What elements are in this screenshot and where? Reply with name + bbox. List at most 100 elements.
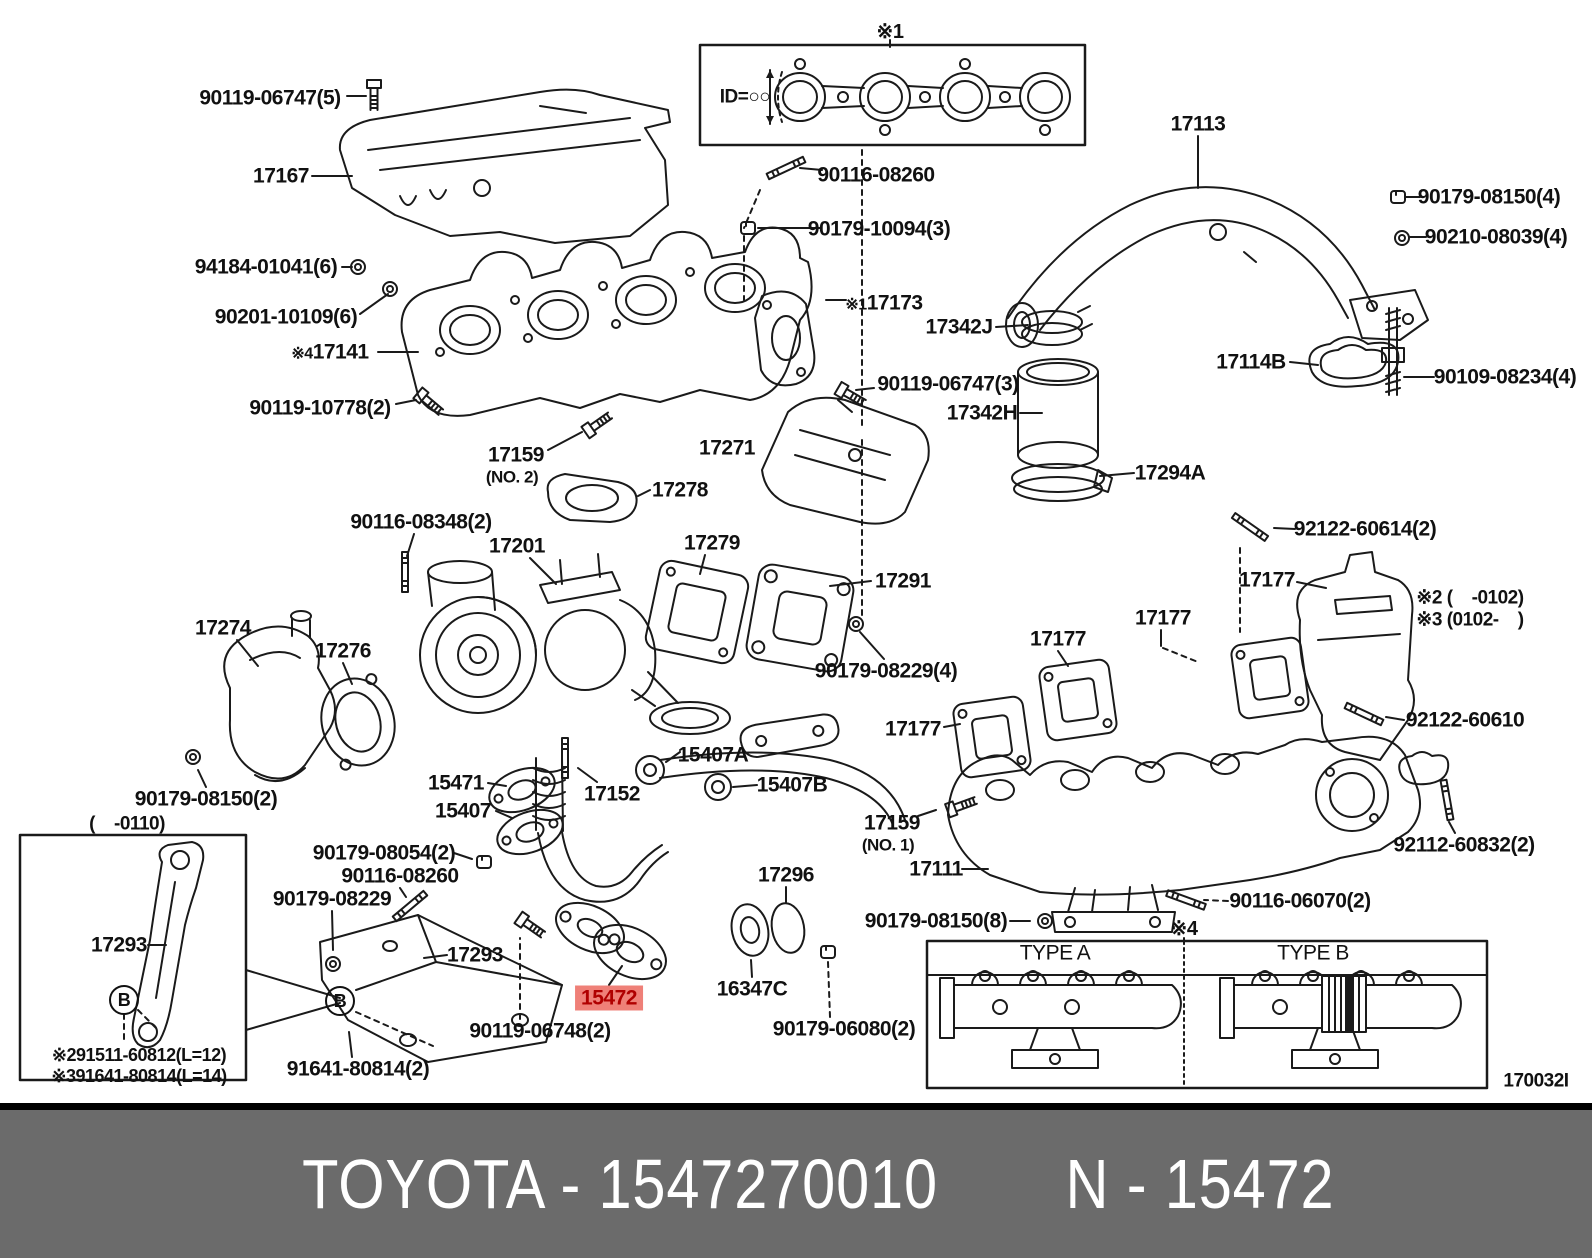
part-label-90179-08150-2[interactable]: 90179-08150(2) bbox=[134, 787, 278, 811]
part-label-17293-box[interactable]: 17293 bbox=[91, 933, 147, 957]
note-prefix: ※1 bbox=[845, 296, 867, 314]
part-label-15407A[interactable]: 15407A bbox=[677, 743, 749, 767]
part-label-17159-no1[interactable]: 17159 bbox=[864, 811, 920, 835]
union-15407B bbox=[704, 773, 732, 801]
banner-figure-number: N - 15472 bbox=[1065, 1145, 1335, 1223]
part-label-17296[interactable]: 17296 bbox=[758, 863, 814, 887]
part-label-17279[interactable]: 17279 bbox=[684, 531, 740, 555]
part-label-17141[interactable]: ※417141 bbox=[291, 340, 369, 364]
part-label-17159-no1-sub: (NO. 1) bbox=[861, 835, 915, 855]
part-label-note2-part[interactable]: ※291511-60812(L=12) bbox=[51, 1045, 227, 1065]
part-label-17274[interactable]: 17274 bbox=[195, 616, 251, 640]
part-label-16347C[interactable]: 16347C bbox=[716, 977, 788, 1001]
rear-outlet-part bbox=[1296, 551, 1415, 761]
part-label-17278[interactable]: 17278 bbox=[652, 478, 708, 502]
part-label-id-mark: ID=○○ bbox=[719, 86, 771, 108]
part-label-type-b: TYPE B bbox=[1277, 941, 1349, 965]
part-label-92122-60610[interactable]: 92122-60610 bbox=[1405, 708, 1525, 732]
part-label-17177-b[interactable]: 17177 bbox=[1135, 606, 1191, 630]
gasket-17279 bbox=[644, 559, 750, 665]
part-label-17113[interactable]: 17113 bbox=[1170, 112, 1226, 136]
part-label-90179-10094-3[interactable]: 90179-10094(3) bbox=[807, 217, 951, 241]
part-label-17291[interactable]: 17291 bbox=[875, 569, 931, 593]
outlet-flange-17291 bbox=[745, 563, 855, 673]
part-label-17294A[interactable]: 17294A bbox=[1134, 461, 1206, 485]
part-label-92122-60614-2[interactable]: 92122-60614(2) bbox=[1293, 517, 1437, 541]
part-label-b-mark-box: B bbox=[109, 985, 139, 1015]
manifold-17141 bbox=[400, 226, 816, 417]
bracket-17293-option bbox=[131, 841, 205, 1049]
heat-shield-17167 bbox=[338, 88, 671, 244]
part-label-90109-08234-4[interactable]: 90109-08234(4) bbox=[1433, 365, 1577, 389]
part-label-17293-center[interactable]: 17293 bbox=[447, 943, 503, 967]
part-label-90119-10778-2[interactable]: 90119-10778(2) bbox=[249, 396, 391, 420]
part-label-92112-60832-2[interactable]: 92112-60832(2) bbox=[1393, 833, 1535, 857]
part-label-note3: ※3 (0102- ) bbox=[1416, 609, 1524, 631]
gasket-15472-part bbox=[593, 923, 667, 981]
part-label-17111[interactable]: 17111 bbox=[909, 857, 963, 881]
air-pipe-17113 bbox=[1005, 186, 1429, 348]
heat-insulator-17271 bbox=[761, 396, 930, 525]
part-label-90210-08039-4[interactable]: 90210-08039(4) bbox=[1424, 225, 1568, 249]
type-comparison-box bbox=[925, 939, 1489, 1090]
part-label-90116-08348-2[interactable]: 90116-08348(2) bbox=[350, 510, 492, 534]
part-label-90179-06080-2[interactable]: 90179-06080(2) bbox=[772, 1017, 916, 1041]
part-label-90116-06070-2[interactable]: 90116-06070(2) bbox=[1229, 889, 1371, 913]
part-label-17271[interactable]: 17271 bbox=[699, 436, 755, 460]
part-label-90119-06747-5[interactable]: 90119-06747(5) bbox=[199, 86, 341, 110]
gasket-17173-diagram bbox=[774, 58, 1071, 136]
part-label-17159-no2-sub: (NO. 2) bbox=[485, 467, 539, 487]
part-label-17201[interactable]: 17201 bbox=[489, 534, 545, 558]
part-label-90179-08150-4[interactable]: 90179-08150(4) bbox=[1417, 185, 1561, 209]
turbocharger-17201 bbox=[419, 553, 731, 735]
banner-part-number: TOYOTA - 1547270010 bbox=[302, 1145, 938, 1223]
part-label-90116-08260-b[interactable]: 90116-08260 bbox=[341, 864, 459, 888]
part-label-17177-d[interactable]: 17177 bbox=[885, 717, 941, 741]
part-label-note3-part[interactable]: ※391641-80814(L=14) bbox=[51, 1066, 227, 1086]
clamp-17342J bbox=[1021, 305, 1093, 346]
part-label-17114B[interactable]: 17114B bbox=[1216, 350, 1286, 374]
part-label-17167[interactable]: 17167 bbox=[253, 164, 309, 188]
manifold-17111 bbox=[947, 735, 1450, 933]
part-label-15472[interactable]: 15472 bbox=[575, 985, 643, 1011]
part-label-90179-08229-b[interactable]: 90179-08229 bbox=[272, 887, 392, 911]
part-label-17173[interactable]: ※117173 bbox=[845, 291, 923, 315]
bracket-option-box bbox=[18, 833, 341, 1082]
part-label-17177-c[interactable]: 17177 bbox=[1030, 627, 1086, 651]
fastener-glyphs bbox=[185, 79, 1455, 972]
leader-lines bbox=[123, 39, 1456, 1058]
part-label-90179-08150-8[interactable]: 90179-08150(8) bbox=[864, 909, 1008, 933]
gasket-17278 bbox=[546, 473, 638, 523]
gaskets-17177 bbox=[952, 636, 1310, 779]
footer-banner: TOYOTA - 1547270010 N - 15472 bbox=[0, 1103, 1592, 1258]
part-label-15407B[interactable]: 15407B bbox=[756, 773, 828, 797]
gasket-17276 bbox=[320, 673, 396, 771]
part-label-90201-10109-6[interactable]: 90201-10109(6) bbox=[214, 305, 358, 329]
part-label-b-mark-center: B bbox=[325, 986, 355, 1016]
part-label-type-a: TYPE A bbox=[1019, 941, 1091, 965]
part-label-17276[interactable]: 17276 bbox=[315, 639, 371, 663]
note-box-gasket-id bbox=[698, 43, 1087, 147]
part-label-90119-06748-2[interactable]: 90119-06748(2) bbox=[469, 1019, 611, 1043]
part-label-17342J[interactable]: 17342J bbox=[925, 315, 993, 339]
part-label-90179-08229-4[interactable]: 90179-08229(4) bbox=[814, 659, 958, 683]
part-label-94184-01041-6[interactable]: 94184-01041(6) bbox=[194, 255, 338, 279]
part-label-90119-06747-3[interactable]: 90119-06747(3) bbox=[877, 372, 1019, 396]
part-label-15471[interactable]: 15471 bbox=[428, 771, 484, 795]
part-label-date-note: ( -0110) bbox=[89, 813, 165, 835]
part-label-17342H[interactable]: 17342H bbox=[946, 401, 1018, 425]
part-label-17159-no2[interactable]: 17159 bbox=[488, 443, 544, 467]
part-label-90179-08054-2[interactable]: 90179-08054(2) bbox=[312, 841, 456, 865]
hose-17342H bbox=[1017, 358, 1099, 469]
part-label-17177-a[interactable]: 17177 bbox=[1239, 568, 1295, 592]
part-label-drawing-code: 170032I bbox=[1503, 1070, 1569, 1092]
note-prefix: ※4 bbox=[291, 345, 313, 363]
part-label-17152[interactable]: 17152 bbox=[584, 782, 640, 806]
part-label-91641-80814-2[interactable]: 91641-80814(2) bbox=[286, 1057, 430, 1081]
part-label-15407[interactable]: 15407 bbox=[435, 799, 491, 823]
part-label-note1-tag: ※1 bbox=[876, 21, 904, 43]
stud-90109-08234 bbox=[1381, 307, 1405, 396]
part-label-90116-08260-a[interactable]: 90116-08260 bbox=[817, 163, 935, 187]
